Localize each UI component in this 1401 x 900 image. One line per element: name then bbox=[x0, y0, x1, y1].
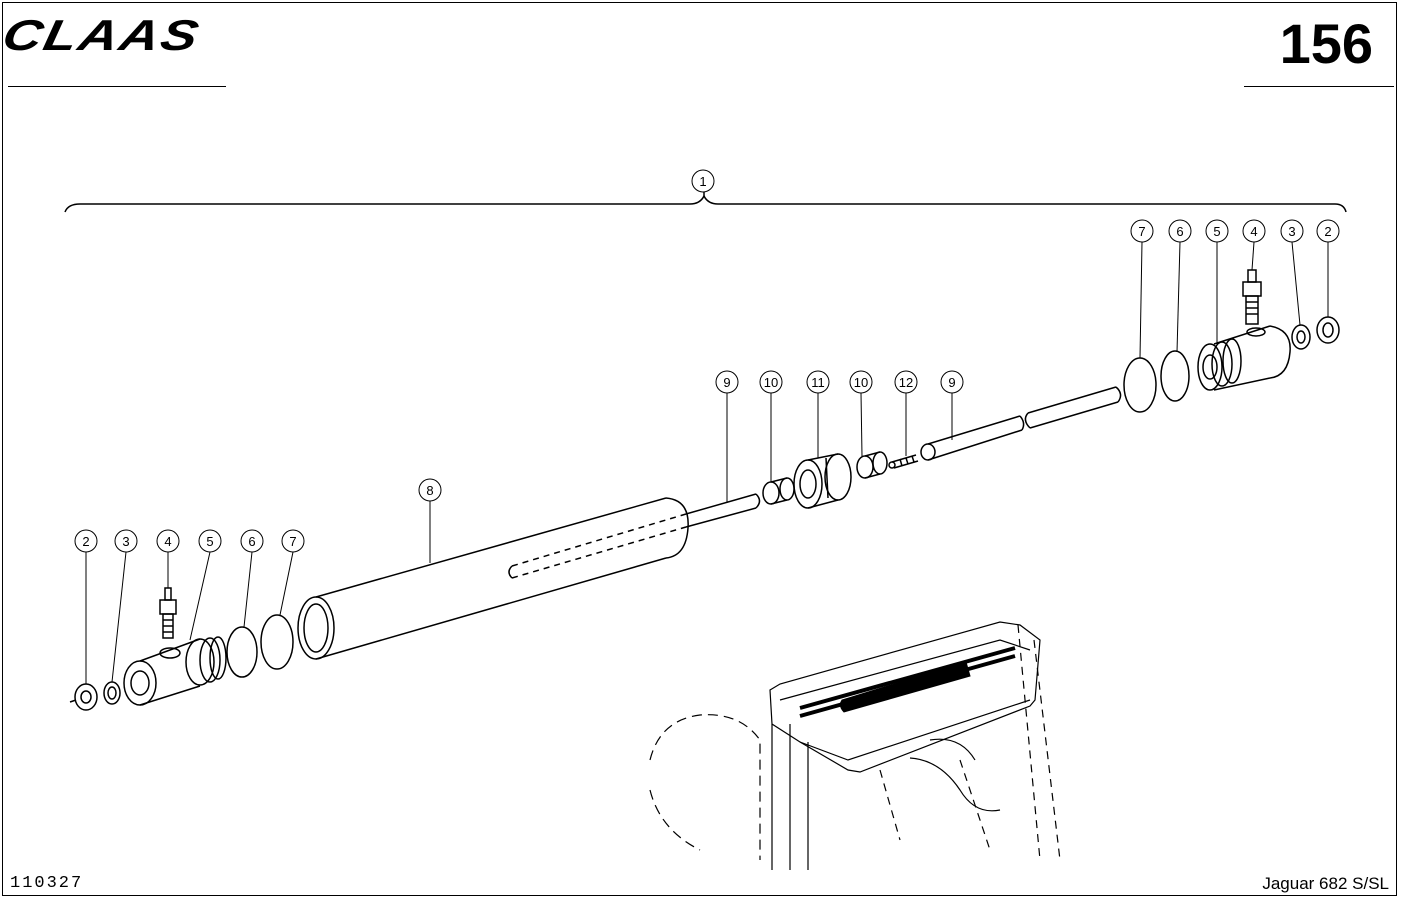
piston-rod-right bbox=[920, 386, 1122, 461]
callout-mid-10a: 10 bbox=[764, 375, 778, 390]
callout-mid-12: 12 bbox=[899, 375, 913, 390]
header-rule-right bbox=[1244, 86, 1394, 87]
left-end-fitting bbox=[69, 587, 227, 711]
callout-right-5: 5 bbox=[1213, 224, 1220, 239]
callout-left-2: 2 bbox=[82, 534, 89, 549]
callout-1: 1 bbox=[699, 174, 706, 189]
callout-balloons: 1 2 3 4 5 6 7 8 9 10 11 10 12 9 7 6 bbox=[74, 169, 1340, 684]
callout-mid-9b: 9 bbox=[948, 375, 955, 390]
guide-ring-left bbox=[762, 477, 795, 505]
assembly-brace bbox=[64, 192, 1347, 213]
callout-mid-9: 9 bbox=[723, 375, 730, 390]
callout-left-7: 7 bbox=[289, 534, 296, 549]
callout-right-7: 7 bbox=[1138, 224, 1145, 239]
callout-8: 8 bbox=[426, 483, 433, 498]
locator-view bbox=[649, 621, 1061, 870]
piston-rod-left bbox=[685, 493, 761, 528]
callout-right-2: 2 bbox=[1324, 224, 1331, 239]
right-end-fitting bbox=[1197, 269, 1340, 391]
left-seal-rings bbox=[226, 614, 294, 678]
callout-right-3: 3 bbox=[1288, 224, 1295, 239]
callout-left-5: 5 bbox=[206, 534, 213, 549]
callout-mid-11: 11 bbox=[811, 375, 825, 390]
callout-right-6: 6 bbox=[1176, 224, 1183, 239]
header-rule-left bbox=[8, 86, 226, 87]
guide-ring-right bbox=[856, 451, 888, 479]
model-label: Jaguar 682 S/SL bbox=[1262, 874, 1389, 893]
piston-screw bbox=[888, 454, 919, 469]
cylinder-barrel bbox=[297, 497, 689, 660]
callout-mid-10b: 10 bbox=[854, 375, 868, 390]
document-number: 110327 bbox=[10, 874, 84, 893]
page-number: 156 bbox=[1279, 12, 1373, 75]
callout-right-4: 4 bbox=[1250, 224, 1257, 239]
callout-left-6: 6 bbox=[248, 534, 255, 549]
callout-left-4: 4 bbox=[164, 534, 171, 549]
callout-left-3: 3 bbox=[122, 534, 129, 549]
right-seal-rings bbox=[1123, 350, 1190, 413]
piston bbox=[793, 453, 852, 509]
